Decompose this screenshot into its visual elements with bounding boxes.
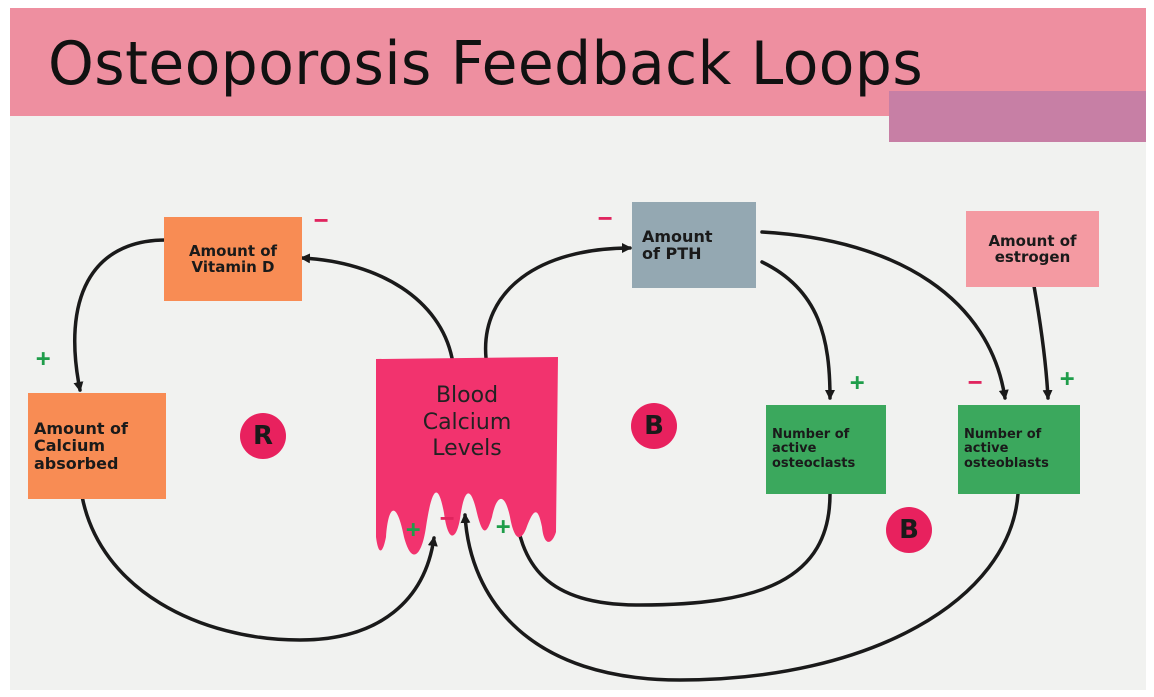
link-osteoclasts-to-blood	[509, 492, 832, 607]
estrogen-node: Amount of estrogen	[966, 211, 1099, 287]
sign-pth: −	[598, 204, 613, 232]
link-osteoblasts-to-blood	[460, 492, 1020, 682]
sign-osteoclasts: +	[850, 368, 865, 396]
sign-blood-from-calcium-absorbed: +	[406, 515, 421, 543]
blood-calcium-label: Blood Calcium Levels	[422, 383, 512, 462]
sign-blood-from-osteoblasts: −	[440, 504, 455, 532]
pth-label: Amount of PTH	[642, 226, 713, 263]
estrogen-label: Amount of estrogen	[988, 231, 1077, 266]
loop-badge-left: R	[240, 413, 286, 459]
pth-node: Amount of PTH	[632, 202, 756, 288]
loop-left-label: R	[252, 421, 274, 451]
sign-vitamin-d: −	[314, 206, 329, 234]
osteoblasts-label: Number of active osteoblasts	[964, 427, 1049, 471]
page-title: Osteoporosis Feedback Loops	[48, 29, 924, 99]
calcium-absorbed-node: Amount of Calcium absorbed	[28, 393, 166, 499]
loop-bottom-label: B	[899, 515, 919, 545]
vitamin-d-label: Amount of Vitamin D	[188, 241, 278, 276]
sign-osteoblasts-from-pth: −	[968, 368, 983, 396]
sign-osteoblasts-from-estrogen: +	[1060, 364, 1075, 392]
link-estrogen-to-osteoblasts	[1032, 284, 1053, 400]
link-blood-to-pth	[483, 243, 632, 360]
link-blood-to-vitamin-d	[300, 253, 454, 360]
calcium-absorbed-label: Amount of Calcium absorbed	[34, 419, 128, 473]
vitamin-d-node: Amount of Vitamin D	[164, 217, 302, 301]
redaction-block	[889, 91, 1146, 142]
blood-calcium-node	[376, 357, 558, 555]
osteoclasts-node: Number of active osteoclasts	[766, 405, 886, 494]
link-calcium-absorbed-to-blood	[80, 494, 438, 642]
loop-middle-label: B	[644, 411, 664, 441]
loop-badge-middle: B	[631, 403, 677, 449]
sign-blood-from-osteoclasts: +	[496, 512, 511, 540]
link-pth-to-osteoclasts	[760, 260, 835, 400]
osteoclasts-label: Number of active osteoclasts	[772, 427, 856, 471]
link-pth-to-osteoblasts	[760, 230, 1009, 400]
sign-calcium-absorbed: +	[36, 344, 51, 372]
loop-badge-bottom: B	[886, 507, 932, 553]
link-vitamin-d-to-calcium-absorbed	[72, 238, 168, 392]
osteoblasts-node: Number of active osteoblasts	[958, 405, 1080, 494]
